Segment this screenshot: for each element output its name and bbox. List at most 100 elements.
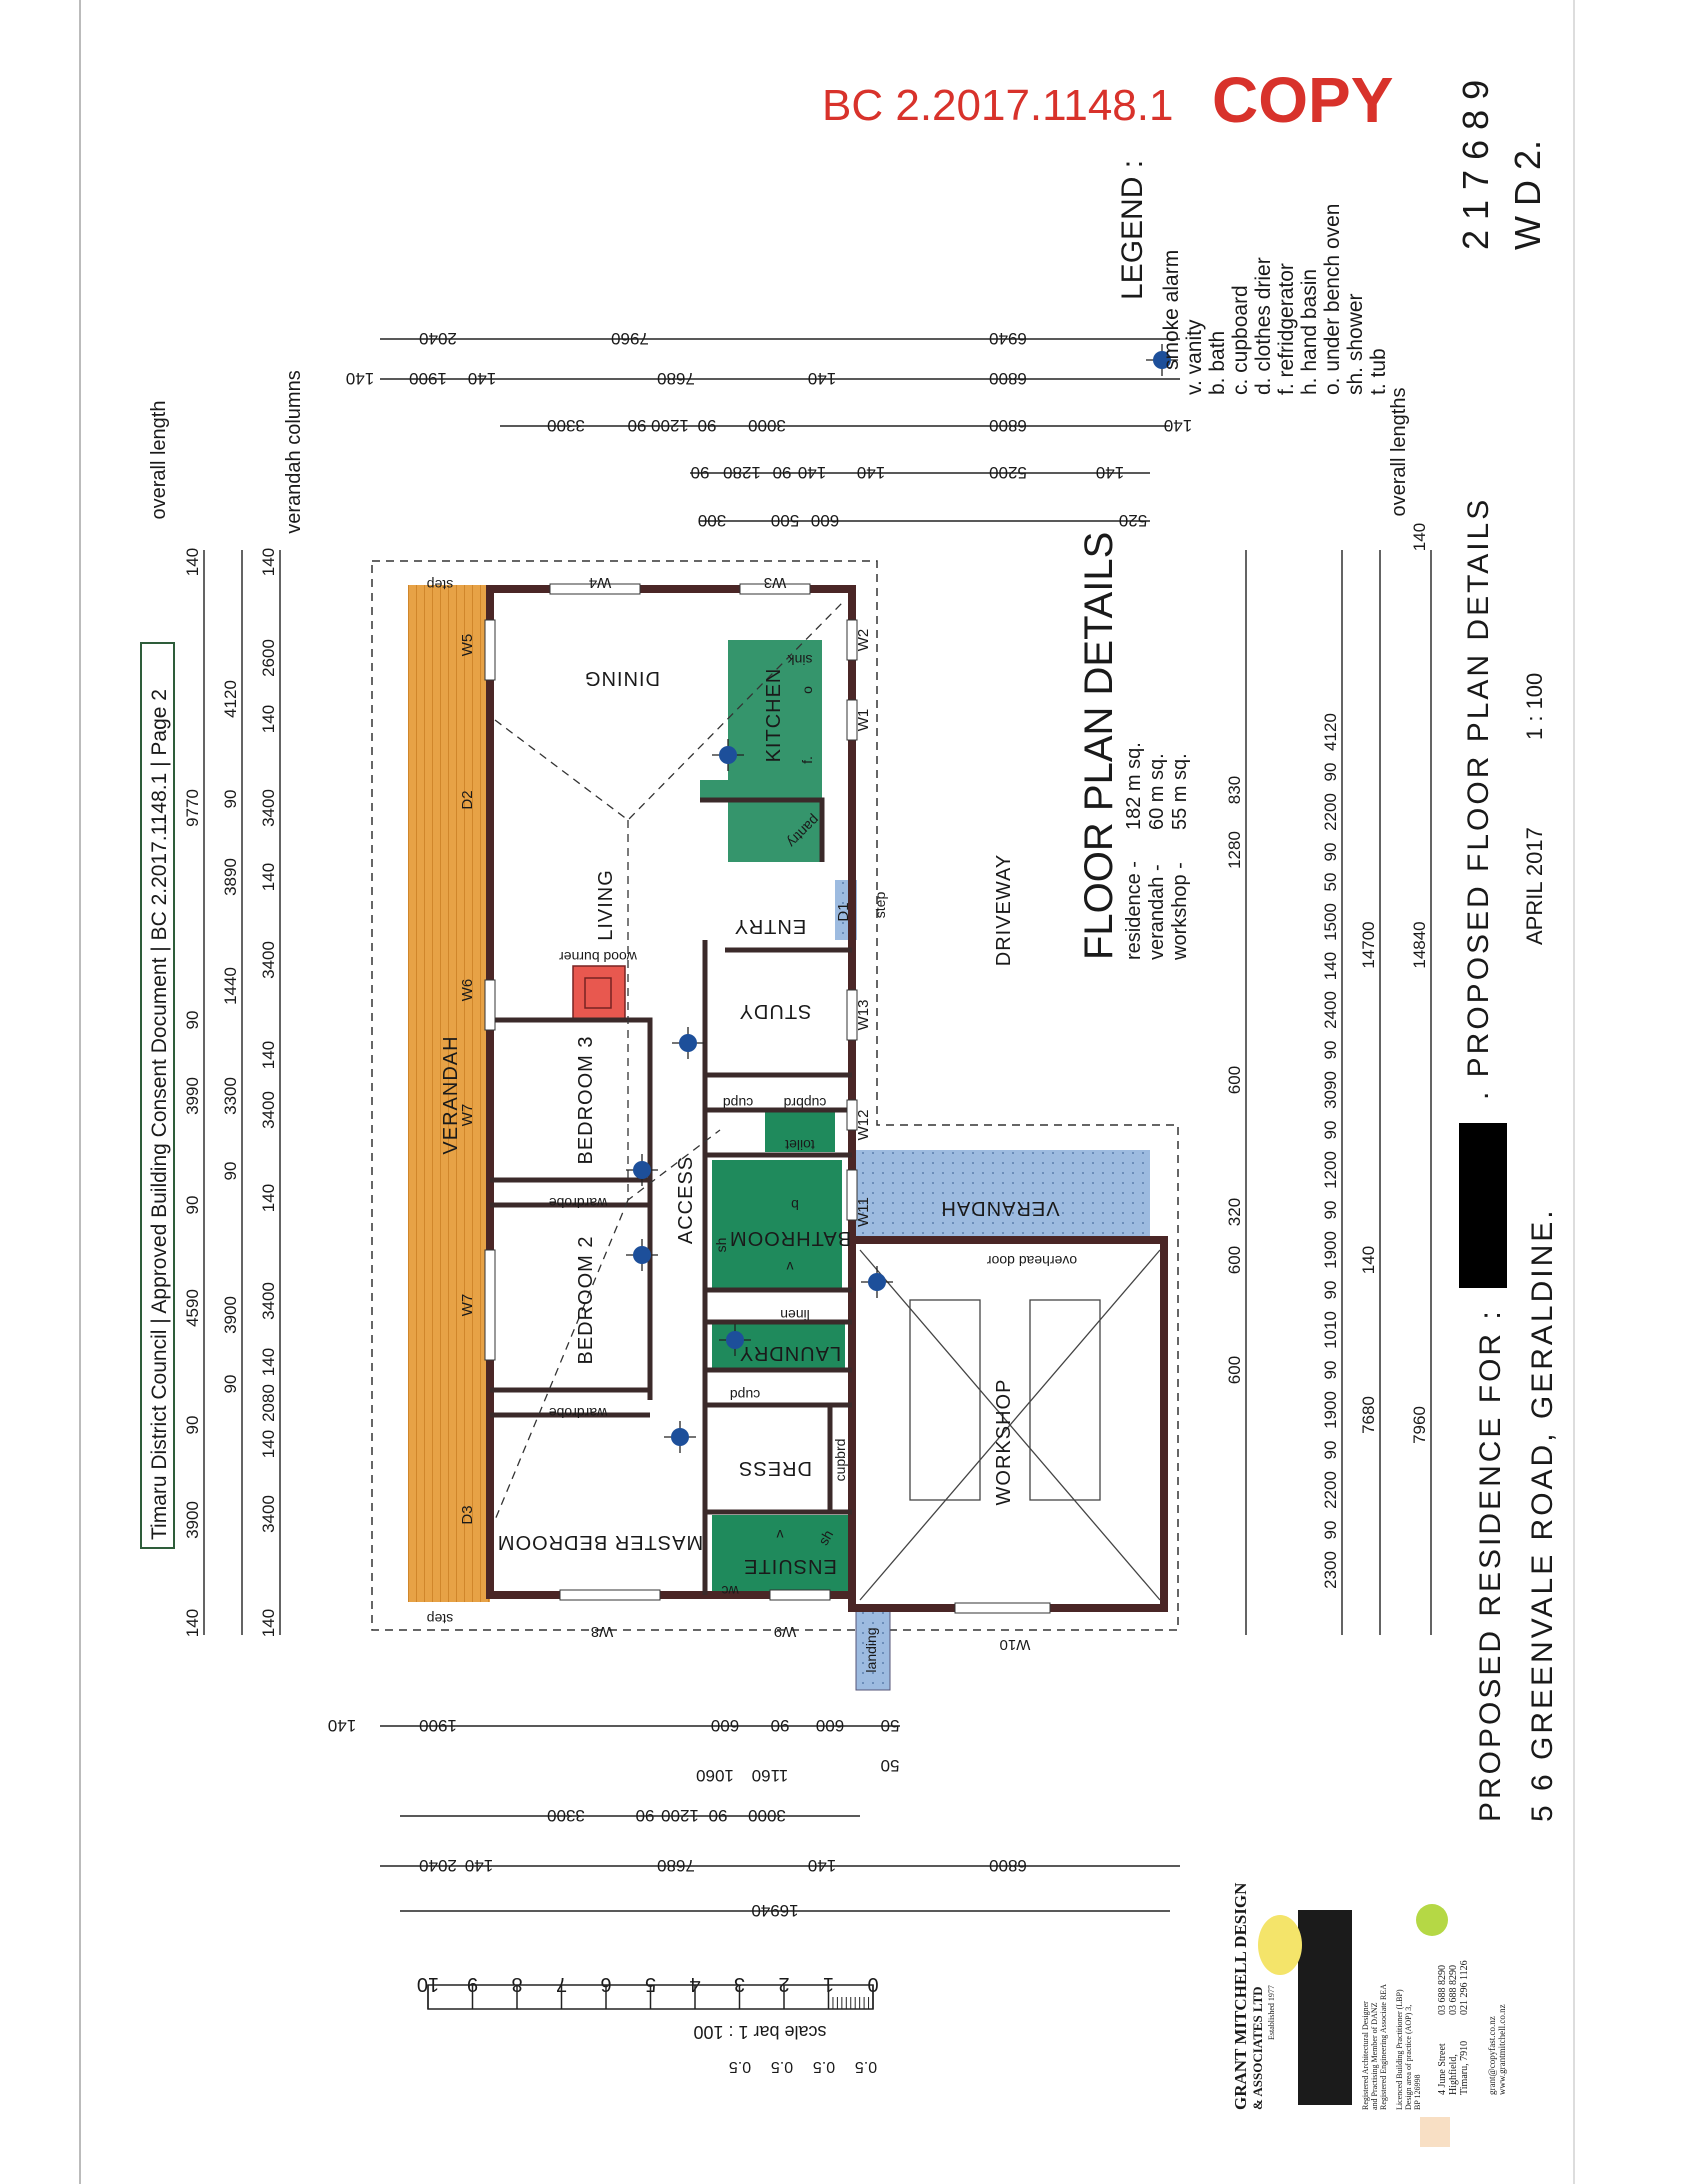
smoke-alarm-icon: [712, 739, 744, 771]
fixture-label-f: f.: [799, 756, 815, 764]
dimension-value: 90: [773, 463, 792, 482]
dimension-value: 90: [1321, 763, 1340, 782]
dimension-value: 140: [857, 463, 885, 482]
fixture-label-step: step: [427, 577, 454, 593]
room-label-dress: DRESS: [738, 1457, 812, 1479]
opening-label: D2: [459, 790, 476, 809]
dimension-value: 140: [1359, 1246, 1378, 1274]
wood-burner-box: [584, 977, 612, 1009]
dimension-value: 3400: [259, 789, 278, 827]
company-name-2: & ASSOCIATES LTD: [1250, 1986, 1265, 2110]
company-phone: 03 688 8290: [1448, 1965, 1459, 2015]
room-label-ensuite: ENSUITE: [743, 1555, 837, 1577]
dimension-value: 7960: [1410, 1406, 1429, 1444]
scale-sub: 0.5: [729, 2058, 751, 2075]
council-approval-stamp: Timaru District Council | Approved Build…: [148, 689, 171, 1540]
legend-item: o. under bench oven: [1321, 204, 1344, 395]
smoke-alarm-icon: [626, 1239, 658, 1271]
dimension-value: 3300: [547, 1806, 585, 1825]
room-label-verandah_workshop: VERANDAH: [940, 1197, 1059, 1219]
dimension-value: 140: [468, 369, 496, 388]
legend-title: LEGEND :: [1116, 160, 1149, 300]
title-scale: 1 : 100: [1522, 673, 1547, 740]
dimension-value: 1280: [723, 463, 761, 482]
opening-label: D3: [459, 1505, 476, 1524]
legend-item: t. tub: [1367, 348, 1390, 395]
room-label-bedroom3: BEDROOM 3: [575, 1035, 597, 1164]
dimension-value: 90: [628, 416, 647, 435]
dimension-value: 90: [1321, 1121, 1340, 1140]
dimension-value: 320: [1225, 1198, 1244, 1226]
sheet-number: W D 2.: [1507, 140, 1548, 250]
dimension-value: 600: [1225, 1066, 1244, 1094]
dimension-value: 50: [1321, 873, 1340, 892]
company-web: grant@copyfast.co.nz: [1487, 2016, 1497, 2095]
opening-label: W7: [459, 1294, 476, 1317]
room-label-dining: DINING: [584, 667, 660, 689]
smoke-alarm-icon: [672, 1027, 704, 1059]
dimension-value: 140: [259, 863, 278, 891]
dimension-value: 1900: [419, 1716, 457, 1735]
opening-label: W1: [855, 709, 872, 732]
opening-label: W8: [591, 1623, 614, 1640]
dimension-value: 50: [881, 1756, 900, 1775]
workshop-benches: [859, 1249, 1161, 1601]
area-label: verandah -: [1146, 864, 1168, 960]
scale-label: 9: [467, 1973, 478, 1995]
dimension-value: 90: [183, 1011, 202, 1030]
dimension-value: 600: [1225, 1356, 1244, 1384]
dimension-value: 90: [771, 1716, 790, 1735]
dimension-value: 90: [691, 463, 710, 482]
stamp-copy: COPY: [1212, 64, 1393, 136]
dimension-value: 6800: [989, 1856, 1027, 1875]
smoke-alarms: [626, 344, 1178, 1453]
dimension-value: 14700: [1359, 921, 1378, 968]
scale-label: 4: [689, 1973, 700, 1995]
company-web: www.grantmitchell.co.nz: [1497, 2004, 1507, 2095]
wood-burner: [572, 965, 626, 1021]
dimension-value: 3000: [748, 416, 786, 435]
dimension-value: 3890: [221, 858, 240, 896]
house-walls: [486, 585, 856, 1599]
dimension-value: 1900: [1321, 1231, 1340, 1269]
company-licence: Design area of practice (AOP) 3,: [1404, 2005, 1413, 2110]
opening-label: W6: [459, 979, 476, 1002]
fixture-label-wc: wc: [721, 1583, 739, 1599]
dimension-value: 3400: [259, 941, 278, 979]
dimension-value: 600: [1225, 1246, 1244, 1274]
scale-label: 2: [778, 1973, 789, 1995]
room-label-laundry: LAUNDRY: [739, 1342, 841, 1364]
windows: [484, 583, 1051, 1614]
dimension-value: 50: [881, 1716, 900, 1735]
dimension-value: 90: [1321, 1441, 1340, 1460]
dimension-value: 7960: [611, 329, 649, 348]
room-label-driveway: DRIVEWAY: [993, 854, 1015, 966]
dimension-label: overall length: [148, 401, 170, 520]
bathroom-area: [712, 1160, 842, 1288]
fixture-label-sink: sink: [787, 652, 813, 668]
dimension-value: 500: [771, 511, 799, 530]
scale-label: 6: [600, 1973, 611, 1995]
company-address: Highfield,: [1448, 2054, 1459, 2095]
company-name: GRANT MITCHELL DESIGN: [1231, 1882, 1250, 2110]
legend-item: smoke alarm: [1160, 250, 1183, 370]
fixture-label-linen: linen: [780, 1307, 810, 1323]
dimension-value: 140: [1164, 416, 1192, 435]
smoke-alarm-icon: [719, 1324, 751, 1356]
dimension-value: 3990: [183, 1077, 202, 1115]
opening-label: W13: [855, 1000, 872, 1031]
council-stamp-border: [140, 642, 175, 1549]
dimension-value: 3400: [259, 1091, 278, 1129]
opening-label: W11: [855, 1197, 872, 1227]
dimension-value: 2040: [419, 329, 457, 348]
title-line-1: PROPOSED RESIDENCE FOR :: [1474, 1308, 1507, 1822]
dimension-value: 140: [259, 1348, 278, 1376]
dimension-value: 300: [698, 511, 726, 530]
opening-label: W5: [459, 634, 476, 657]
dimension-value: 1060: [696, 1766, 734, 1785]
scale-label: 8: [511, 1973, 522, 1995]
area-value: 182 m sq.: [1123, 742, 1145, 830]
room-label-verandah: VERANDAH: [440, 1035, 462, 1154]
